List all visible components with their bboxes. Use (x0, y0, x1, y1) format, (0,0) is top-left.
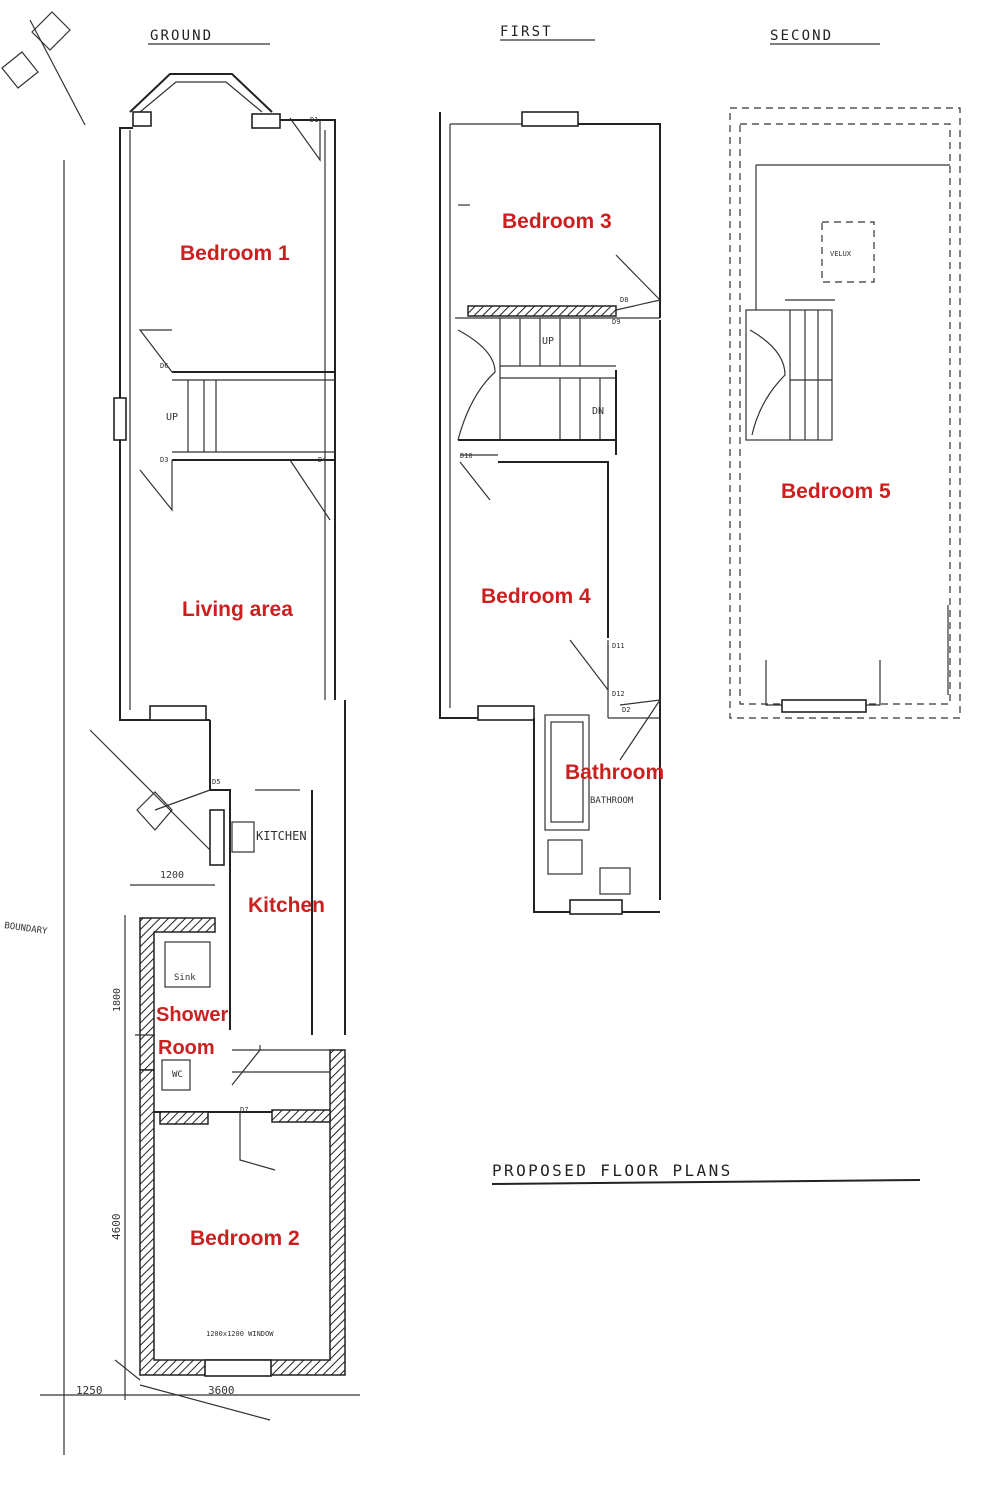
door-tag: D2 (622, 706, 630, 714)
second-heading: SECOND (770, 28, 833, 44)
door-tag: D6 (160, 362, 168, 370)
room-label-bedroom-1: Bedroom 1 (180, 242, 290, 265)
door-tag: D10 (460, 452, 473, 460)
window-note: 1200x1200 WINDOW (206, 1330, 274, 1338)
first-floor-plan (439, 111, 662, 915)
ground-floor-plan (40, 73, 360, 1421)
door-tag: D8 (620, 296, 628, 304)
sink-note: Sink (174, 973, 196, 983)
kitchen-hand-note: KITCHEN (256, 829, 307, 843)
stair-up-note: UP (166, 412, 178, 423)
north-arrow-icon (1, 11, 86, 126)
wc-note: WC (172, 1070, 183, 1080)
door-tag: D9 (612, 318, 620, 326)
first-heading: FIRST (500, 24, 553, 40)
door-tag: D1 (310, 116, 318, 124)
door-tag: D3 (160, 456, 168, 464)
dimension-4600: 4600 (110, 1214, 123, 1241)
room-label-bedroom-5: Bedroom 5 (781, 480, 891, 503)
dimension-1800: 1800 (112, 988, 123, 1012)
boundary-note: BOUNDARY (4, 921, 49, 937)
room-label-bedroom-2: Bedroom 2 (190, 1227, 300, 1250)
door-tag: D5 (212, 778, 220, 786)
room-label-living-area: Living area (182, 598, 293, 621)
velux-note: VELUX (830, 250, 852, 258)
stair-up-note-first: UP (542, 336, 554, 347)
second-floor-plan (729, 107, 961, 719)
room-label-bedroom-4: Bedroom 4 (481, 585, 591, 608)
dimension-1250: 1250 (76, 1384, 103, 1397)
proposed-floor-plans-title: PROPOSED FLOOR PLANS (492, 1161, 733, 1180)
door-tags: D1 D2 D3 D4 D5 D6 D7 D8 D9 D10 D11 D12 (160, 116, 630, 1114)
door-tag: D12 (612, 690, 625, 698)
bathroom-hand-note: BATHROOM (590, 796, 634, 806)
room-label-room: Room (158, 1037, 215, 1059)
door-tag: D4 (318, 456, 326, 464)
room-label-bedroom-3: Bedroom 3 (502, 210, 612, 233)
room-label-bathroom: Bathroom (565, 761, 664, 784)
dimension-1200: 1200 (160, 870, 184, 881)
ground-heading: GROUND (150, 28, 213, 44)
stair-down-note: DN (592, 406, 604, 417)
dimension-3600: 3600 (208, 1384, 235, 1397)
room-label-shower: Shower (156, 1004, 228, 1026)
door-tag: D11 (612, 642, 625, 650)
room-label-kitchen: Kitchen (248, 894, 325, 917)
door-tag: D7 (240, 1106, 248, 1114)
